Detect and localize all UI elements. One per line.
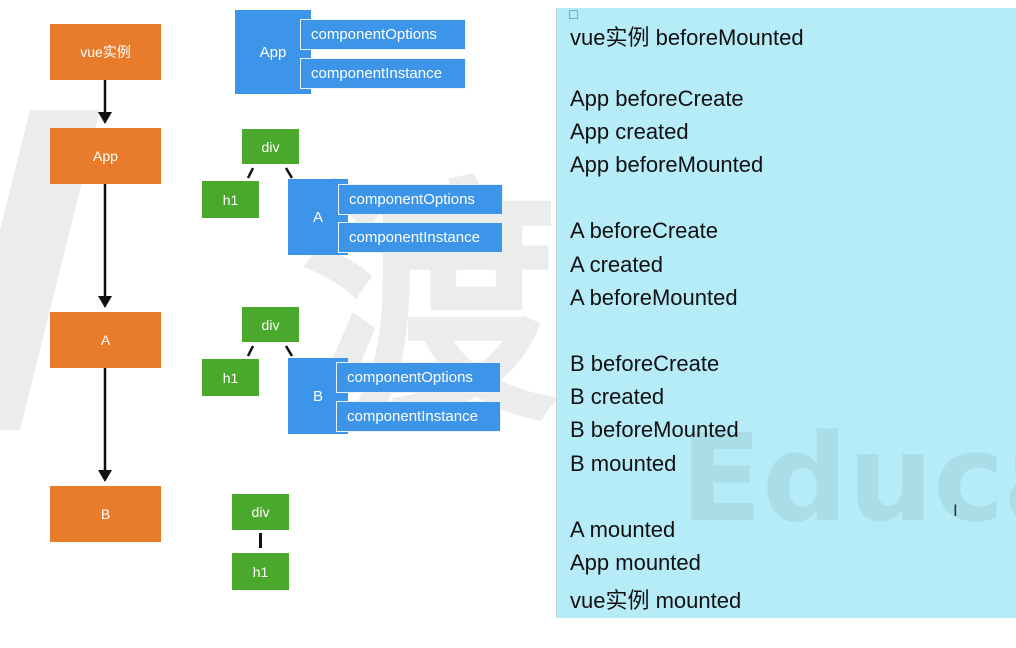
component-b-options: componentOptions <box>336 362 501 393</box>
lifecycle-log-panel[interactable]: vue实例 beforeMounted App beforeCreate App… <box>556 8 1016 618</box>
tree-b-div: div <box>242 307 299 342</box>
log-line: App beforeMounted <box>570 152 764 177</box>
component-a-options: componentOptions <box>338 184 503 215</box>
log-line: A beforeCreate <box>570 218 718 243</box>
tree-c-h1: h1 <box>232 553 289 590</box>
flow-node-b: B <box>50 486 161 542</box>
component-b-instance: componentInstance <box>336 401 501 432</box>
flow-node-vue-instance: vue实例 <box>50 24 161 80</box>
log-line: App mounted <box>570 550 701 575</box>
flow-node-a: A <box>50 312 161 368</box>
log-line: A created <box>570 252 663 277</box>
log-line: vue实例 beforeMounted <box>570 25 804 50</box>
arrow-down-icon <box>98 368 112 482</box>
tree-a-edges <box>246 167 294 179</box>
log-line: App created <box>570 119 689 144</box>
log-line: A beforeMounted <box>570 285 738 310</box>
tree-c-edge <box>259 533 262 548</box>
app-component-instance: componentInstance <box>300 58 466 89</box>
tree-a-div: div <box>242 129 299 164</box>
arrow-down-icon <box>98 80 112 124</box>
log-line: App beforeCreate <box>570 86 744 111</box>
tree-c-div: div <box>232 494 289 530</box>
text-cursor-icon: I <box>953 501 958 520</box>
log-line: B created <box>570 384 665 409</box>
log-line: B beforeMounted <box>570 417 739 442</box>
component-a-instance: componentInstance <box>338 222 503 253</box>
log-line: A mounted <box>570 517 676 542</box>
arrow-down-icon <box>98 184 112 308</box>
tree-a-h1: h1 <box>202 181 259 218</box>
panel-corner-marker <box>569 10 578 19</box>
flow-node-app: App <box>50 128 161 184</box>
tree-b-h1: h1 <box>202 359 259 396</box>
app-component-box: App <box>235 10 311 94</box>
watermark-logo <box>0 110 100 430</box>
log-line: B mounted <box>570 451 677 476</box>
flow-arrows <box>98 80 112 482</box>
app-component-options: componentOptions <box>300 19 466 50</box>
tree-b-edges <box>246 345 294 357</box>
log-line: vue实例 mounted <box>570 588 742 613</box>
log-line: B beforeCreate <box>570 351 720 376</box>
